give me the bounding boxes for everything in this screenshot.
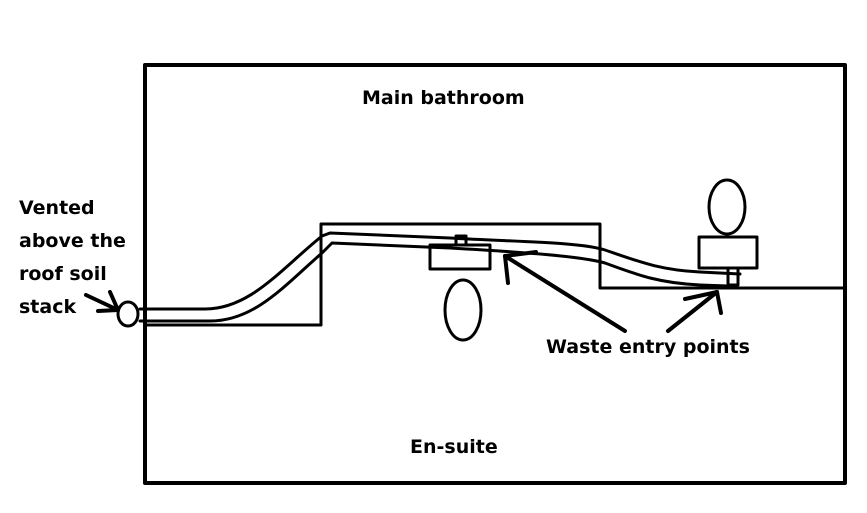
floor-divider bbox=[143, 222, 847, 327]
building-outline bbox=[143, 63, 847, 485]
en-suite-label: En-suite bbox=[410, 436, 498, 458]
vent-label-line: roof soil bbox=[19, 263, 107, 285]
vent-label-line: stack bbox=[19, 296, 77, 318]
arrow-icon bbox=[666, 290, 723, 333]
arrow-icon bbox=[84, 290, 120, 313]
vent-label-line: Vented bbox=[19, 197, 95, 219]
en-suite-connector bbox=[726, 266, 740, 287]
waste-entry-label: Waste entry points bbox=[546, 336, 750, 358]
soil-pipe-lower bbox=[138, 241, 730, 323]
en-suite-toilet-icon bbox=[707, 178, 747, 236]
vent-label-line: above the bbox=[19, 230, 126, 252]
main-bathroom-label: Main bathroom bbox=[362, 87, 525, 109]
main-bath-sink-icon bbox=[428, 243, 492, 271]
soil-stack-icon bbox=[116, 300, 140, 328]
arrow-icon bbox=[503, 250, 627, 333]
soil-pipe-upper bbox=[138, 231, 742, 311]
en-suite-sink-icon bbox=[697, 235, 759, 270]
vent-label: Vented above the roof soil stack bbox=[19, 192, 149, 324]
main-bath-toilet-icon bbox=[443, 278, 483, 342]
